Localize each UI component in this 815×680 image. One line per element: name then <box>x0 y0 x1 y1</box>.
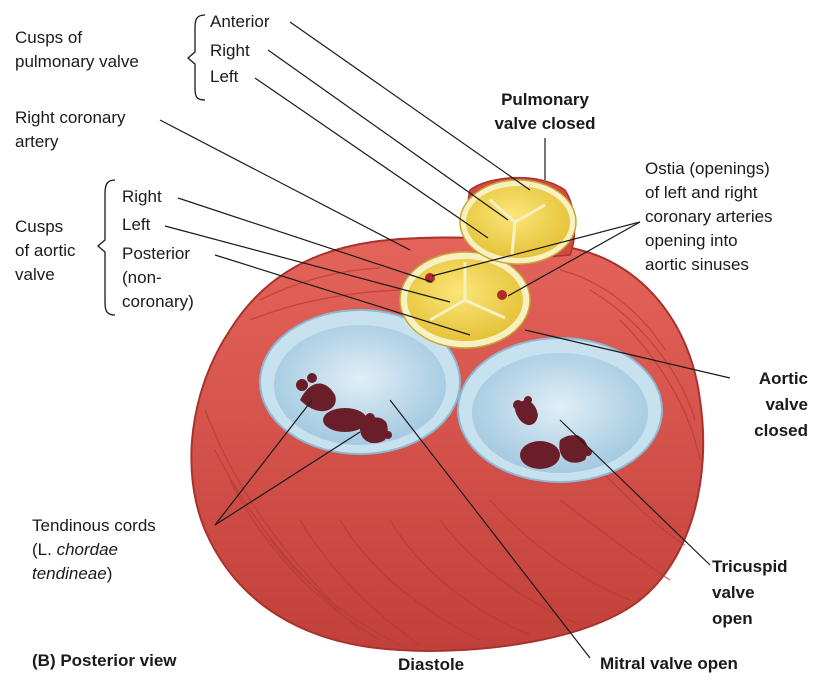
ostia-line2: of left and right <box>645 182 757 203</box>
cusps-aortic-line2: of aortic <box>15 240 75 261</box>
tendinous-paren-close: ) <box>107 564 113 583</box>
tricuspid-valve-orifice <box>458 338 662 482</box>
ostia-line4: opening into <box>645 230 738 251</box>
aortic-right-label: Right <box>122 186 162 207</box>
ostia-line5: aortic sinuses <box>645 254 749 275</box>
tendinous-line2: (L. chordae <box>32 539 118 560</box>
tendinous-tendineae: tendineae <box>32 564 107 583</box>
aortic-posterior-line1: Posterior <box>122 243 190 264</box>
right-coronary-line1: Right coronary <box>15 107 126 128</box>
cusps-aortic-line3: valve <box>15 264 55 285</box>
ostia-line3: coronary arteries <box>645 206 773 227</box>
mitral-valve-label: Mitral valve open <box>600 653 738 674</box>
diastole-caption: Diastole <box>398 654 464 675</box>
tendinous-line3: tendineae) <box>32 563 112 584</box>
tendinous-paren-open: (L. <box>32 540 57 559</box>
pulmonary-anterior-label: Anterior <box>210 11 270 32</box>
pulmonary-left-label: Left <box>210 66 238 87</box>
pulmonary-closed-line1: Pulmonary <box>460 89 630 110</box>
tricuspid-line2: valve <box>712 582 755 603</box>
aortic-posterior-line2: (non- <box>122 267 162 288</box>
cusps-pulmonary-line1: Cusps of <box>15 27 82 48</box>
cusps-pulmonary-line2: pulmonary valve <box>15 51 139 72</box>
aortic-closed-line3: closed <box>700 420 808 441</box>
pulmonary-valve <box>460 180 576 264</box>
tendinous-chordae: chordae <box>57 540 118 559</box>
aortic-left-label: Left <box>122 214 150 235</box>
tricuspid-line3: open <box>712 608 753 629</box>
pulmonary-closed-line2: valve closed <box>460 113 630 134</box>
pulmonary-right-label: Right <box>210 40 250 61</box>
aortic-closed-line1: Aortic <box>700 368 808 389</box>
tricuspid-line1: Tricuspid <box>712 556 788 577</box>
ostia-line1: Ostia (openings) <box>645 158 770 179</box>
tendinous-line1: Tendinous cords <box>32 515 156 536</box>
aortic-closed-line2: valve <box>700 394 808 415</box>
cusps-aortic-line1: Cusps <box>15 216 63 237</box>
right-coronary-line2: artery <box>15 131 58 152</box>
aortic-posterior-line3: coronary) <box>122 291 194 312</box>
view-caption: (B) Posterior view <box>32 650 177 671</box>
